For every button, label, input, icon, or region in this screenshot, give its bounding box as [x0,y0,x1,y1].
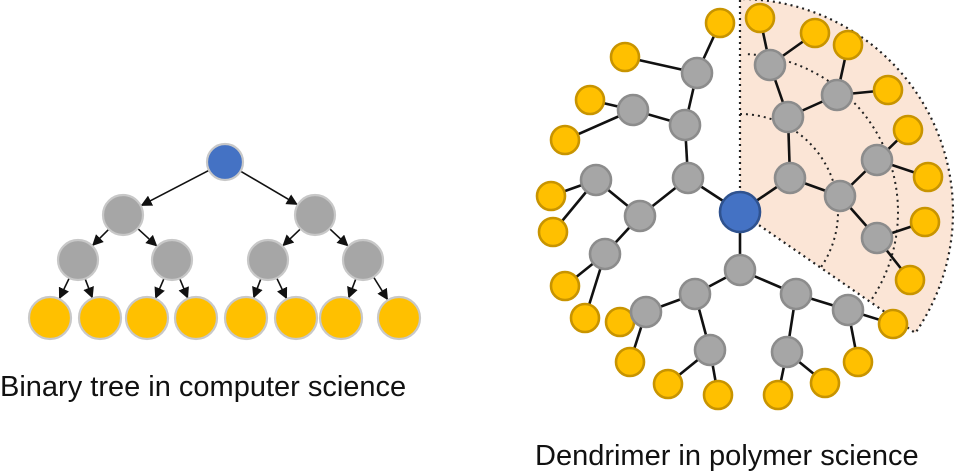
tree-edge-arrow [275,277,288,300]
tree-edge-arrow [347,278,358,299]
dendrimer-surface-group [744,2,776,34]
dendrimer-surface-group [652,368,684,400]
wedge-middle-arc [747,53,899,303]
tree-edge-arrow [329,228,349,247]
dendrimer-branch-unit [823,179,857,213]
tree-interior-node [150,238,194,282]
dendrimer-surface-group [912,161,944,193]
dendrimer-branch-unit [629,295,663,329]
tree-interior-node [246,238,290,282]
tree-leaf-node [27,295,73,341]
tree-interior-node [101,193,145,237]
dendrimer-branch-unit [671,161,705,195]
dendrimer-surface-group [892,114,924,146]
dendrimer-branch-unit [723,253,757,287]
tree-edge-arrow [83,278,94,299]
tree-leaf-node [173,295,219,341]
tree-edge-arrow [282,228,302,247]
dendrimer-branch-unit [860,221,894,255]
tree-interior-node [293,193,337,237]
tree-leaf-node [273,295,319,341]
tree-edge-arrow [252,278,263,299]
dendrimer-branch-unit [779,277,813,311]
tree-edge-arrow [372,276,389,301]
dendrimer-branch-unit [668,108,702,142]
tree-leaf-node [77,295,123,341]
tree-leaf-node [318,295,364,341]
tree-edge-arrow [154,278,165,299]
tree-root-node [205,142,245,182]
dendrimer-surface-group [799,17,831,49]
dendrimer-branch-unit [771,100,805,134]
dendrimer-surface-group [832,29,864,61]
dendrimer-surface-group [549,270,581,302]
dendrimer-surface-group [704,7,736,39]
dendrimer-branch-unit [680,56,714,90]
dendrimer-core [718,190,762,234]
dendrimer-surface-group [614,346,646,378]
dendrimer-surface-group [809,367,841,399]
dendrimer-surface-group [609,41,641,73]
dendrimer-surface-group [537,216,569,248]
dendrimer-surface-group [702,379,734,411]
dendrimer-surface-group [535,180,567,212]
tree-edge-arrow [137,227,158,247]
dendrimer-branch-unit [579,163,613,197]
dendrimer-branch-unit [860,143,894,177]
binary-tree-nodes [27,142,422,341]
dendrimer-branch-unit [616,93,650,127]
tree-edge-arrow [178,278,189,299]
dendrimer-surface-group [877,308,909,340]
dendrimer-nodes [535,2,944,411]
dendrimer-branch-unit [770,335,804,369]
tree-interior-node [56,238,100,282]
wedge-inner-arc [739,113,839,269]
tree-leaf-node [124,295,170,341]
dendrimer-surface-group [762,379,794,411]
tree-edge-arrow [140,169,210,207]
tree-edge-arrow [58,277,71,300]
dendrimer-surface-group [894,264,926,296]
tree-edge-arrow [240,170,298,206]
dendrimer-branch-unit [623,199,657,233]
tree-leaf-node [223,295,269,341]
dendrimer-branch-unit [820,78,854,112]
binary-tree-caption: Binary tree in computer science [0,371,406,403]
dendrimer-surface-group [569,302,601,334]
dendrimer-surface-group [574,84,606,116]
dendrimer-branch-unit [693,333,727,367]
dendrimer-surface-group [549,124,581,156]
dendrimer-surface-group [909,206,941,238]
tree-edge-arrow [92,228,110,246]
dendrimer-surface-group [842,346,874,378]
dendrimer-branch-unit [773,161,807,195]
dendrimer-branch-unit [678,277,712,311]
dendrimer-caption: Dendrimer in polymer science [535,440,919,472]
tree-interior-node [341,238,385,282]
dendrimer-surface-group [872,74,904,106]
dendrimer-branch-unit [831,293,865,327]
tree-leaf-node [376,295,422,341]
dendrimer-branch-unit [753,48,787,82]
binary-tree-edges [58,169,389,301]
dendrimer-branch-unit [588,237,622,271]
